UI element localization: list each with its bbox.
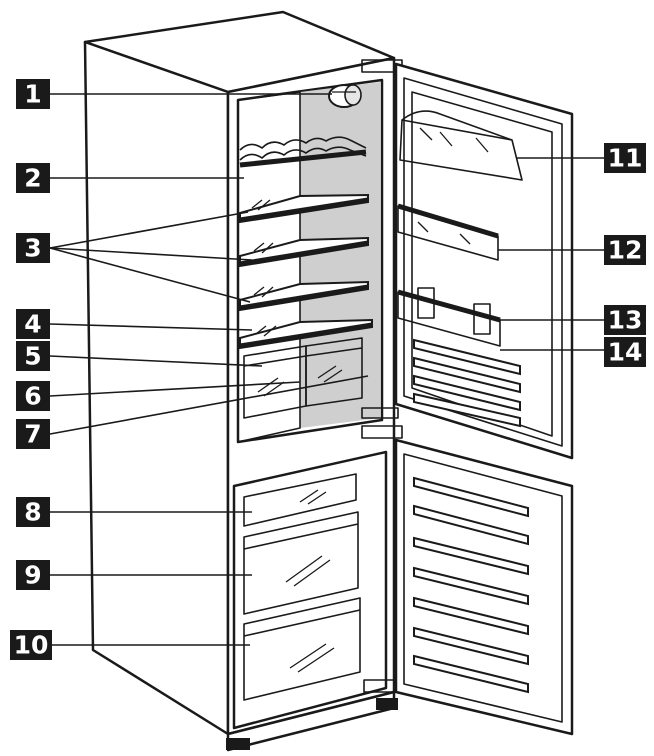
label-5-text: 5 xyxy=(24,342,41,371)
label-5: 5 xyxy=(16,341,50,371)
label-7: 7 xyxy=(16,419,50,449)
label-9-text: 9 xyxy=(24,561,41,590)
label-4-text: 4 xyxy=(24,310,41,339)
label-13: 13 xyxy=(604,305,646,335)
label-3: 3 xyxy=(16,233,50,263)
label-2: 2 xyxy=(16,163,50,193)
label-8: 8 xyxy=(16,497,50,527)
label-3-text: 3 xyxy=(24,234,41,263)
freezer-compartment xyxy=(232,450,388,730)
label-1-text: 1 xyxy=(24,80,41,109)
label-2-text: 2 xyxy=(24,164,41,193)
callout-labels: 1 2 3 4 5 6 7 8 xyxy=(10,79,646,660)
label-14: 14 xyxy=(604,337,646,367)
label-6: 6 xyxy=(16,381,50,411)
label-11: 11 xyxy=(604,143,646,173)
label-10-text: 10 xyxy=(14,631,49,660)
label-14-text: 14 xyxy=(608,338,643,367)
label-7-text: 7 xyxy=(24,420,41,449)
bottle-shelf xyxy=(239,136,367,168)
leader-lines xyxy=(49,93,604,646)
label-9: 9 xyxy=(16,560,50,590)
glass-shelves xyxy=(239,193,369,312)
freezer-door xyxy=(394,438,574,736)
label-12-text: 12 xyxy=(608,236,643,265)
crisper-drawers xyxy=(243,337,363,419)
label-11-text: 11 xyxy=(608,144,643,173)
label-12: 12 xyxy=(604,235,646,265)
thermostat-knob xyxy=(328,84,362,108)
crisper-cover xyxy=(239,318,373,350)
label-10: 10 xyxy=(10,630,52,660)
label-1: 1 xyxy=(16,79,50,109)
label-13-text: 13 xyxy=(608,306,643,335)
label-4: 4 xyxy=(16,309,50,339)
fridge-door xyxy=(394,62,574,460)
label-6-text: 6 xyxy=(24,382,41,411)
label-8-text: 8 xyxy=(24,498,41,527)
